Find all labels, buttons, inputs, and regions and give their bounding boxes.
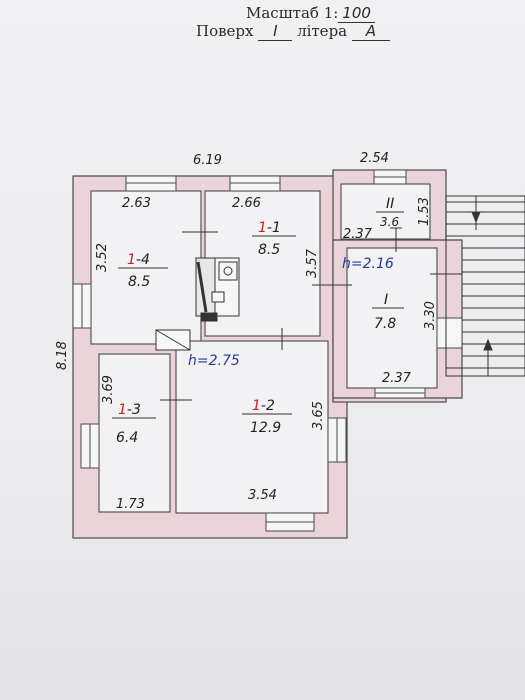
room-1-3-area: [98, 353, 171, 513]
floor-line: Поверх I літера А: [196, 22, 390, 41]
dim-top-side: 2.54: [360, 151, 389, 166]
scale-label: Масштаб 1:: [246, 4, 339, 22]
dim-room-1-4-top: 2.63: [122, 196, 151, 211]
stove: [195, 257, 240, 322]
stairs: [445, 195, 525, 377]
window-annex-right: [436, 317, 463, 349]
room-label-1-4: 1-4 8.5: [118, 252, 168, 290]
letter-label: літера: [297, 22, 348, 40]
dim-room-2-top: 2.37: [343, 227, 373, 242]
room-label-I: I 7.8: [372, 292, 404, 332]
dim-room-1-4-side: 3.52: [95, 243, 110, 272]
dim-room-1-1-top: 2.66: [232, 196, 261, 211]
svg-text:1-2: 1-2: [252, 398, 275, 414]
room-label-1-2: 1-2 12.9: [242, 398, 292, 436]
room-interiors: [90, 183, 438, 514]
svg-text:7.8: 7.8: [374, 316, 396, 332]
svg-text:8.5: 8.5: [258, 242, 280, 258]
dim-room-2-side: 1.53: [417, 197, 432, 226]
dim-left-total: 8.18: [55, 341, 70, 370]
room-label-1-3: 1-3 6.4: [112, 402, 156, 446]
svg-text:8.5: 8.5: [128, 274, 150, 290]
scale-line: Масштаб 1:100: [246, 4, 375, 23]
svg-text:3.6: 3.6: [380, 215, 399, 229]
dim-room-1-1-side: 3.57: [305, 248, 320, 278]
room-label-1-1: 1-1 8.5: [252, 220, 296, 258]
svg-text:1-1: 1-1: [258, 220, 281, 236]
svg-text:12.9: 12.9: [250, 420, 281, 436]
scale-value: 100: [338, 4, 375, 23]
room-label-II: II 3.6: [376, 196, 404, 229]
height-labels: h=2.75 h=2.16: [188, 256, 394, 369]
dim-top-main: 6.19: [193, 153, 222, 168]
windows: [72, 169, 463, 532]
dim-room-1-2-side: 3.65: [311, 401, 326, 430]
svg-text:I: I: [384, 292, 388, 308]
svg-text:1-4: 1-4: [127, 252, 150, 268]
letter-value: А: [351, 22, 390, 41]
floor-value: I: [258, 22, 293, 41]
svg-text:6.4: 6.4: [116, 430, 138, 446]
room-I-area: [346, 247, 438, 389]
svg-text:II: II: [386, 196, 394, 212]
dim-room-I-bottom: 2.37: [382, 371, 412, 386]
dim-room-1-3-side: 3.69: [101, 375, 116, 404]
height-side: h=2.16: [342, 256, 394, 272]
floor-label: Поверх: [196, 22, 254, 40]
dim-room-1-3-bottom: 1.73: [116, 497, 145, 512]
height-main: h=2.75: [188, 353, 240, 369]
room-labels: 1-4 8.5 1-1 8.5 1-3 6.4 1-2 12.9 II 3.6 …: [112, 196, 404, 446]
dimension-labels: 6.19 2.54 8.18 2.63 3.52 2.66 3.57 2.37 …: [55, 151, 438, 512]
dim-room-I-side: 3.30: [423, 301, 438, 330]
svg-text:1-3: 1-3: [118, 402, 141, 418]
dim-room-1-2-bottom: 3.54: [248, 488, 277, 503]
door-marks: [155, 227, 462, 401]
